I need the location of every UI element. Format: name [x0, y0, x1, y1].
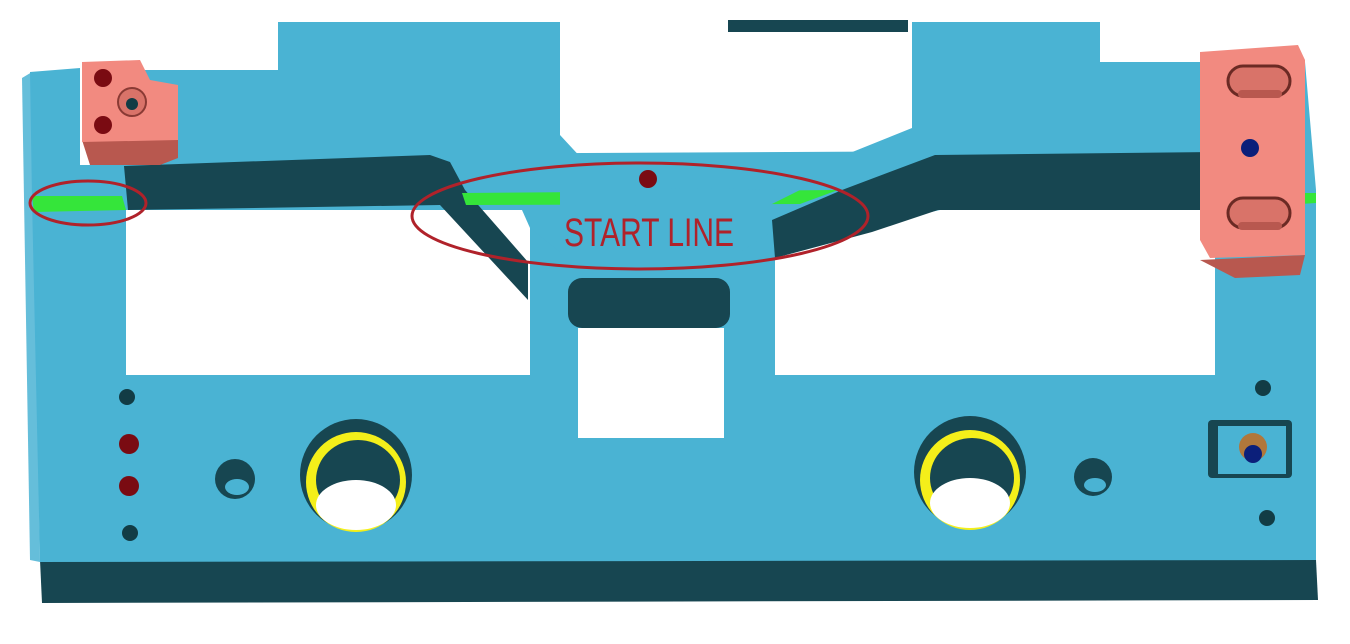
dowel-pin-icon	[1241, 139, 1259, 157]
clamp-shadow	[82, 140, 178, 165]
annotation-layer: START LINE	[28, 161, 870, 271]
dowel-pin-icon	[119, 476, 139, 496]
dowel-pin-icon	[94, 69, 112, 87]
small-hole-icon	[1259, 510, 1275, 526]
small-hole-icon	[119, 389, 135, 405]
right-pocket	[772, 152, 1215, 375]
left-pocket-wall	[124, 155, 528, 300]
bushing-through-hole	[930, 478, 1010, 528]
center-notch	[560, 178, 800, 206]
dowel-pin-icon	[94, 116, 112, 134]
left-clamp-block	[82, 60, 178, 165]
upper-plate-shadow-strip	[728, 20, 908, 32]
upper-plate-top	[120, 22, 1200, 175]
small-hole-icon	[122, 525, 138, 541]
right-pocket-floor	[775, 210, 1215, 375]
counterbore-inner	[1084, 478, 1106, 492]
left-pocket-floor	[126, 210, 530, 375]
counterbore-inner	[225, 479, 249, 495]
plate-left-edge	[22, 72, 40, 562]
slot-hole-inner-icon	[1238, 90, 1282, 98]
dowel-pin-icon	[1244, 445, 1262, 463]
plate-front-face	[40, 560, 1318, 603]
square-pin-pocket	[1208, 420, 1292, 478]
small-holes	[119, 380, 1275, 541]
bolt-hole-inner-icon	[126, 98, 138, 110]
small-hole-icon	[1255, 380, 1271, 396]
center-highlight-ellipse	[410, 161, 870, 271]
slot-hole-inner-icon	[1238, 222, 1282, 230]
clamp-shadow	[1200, 255, 1305, 278]
left-highlight-ellipse	[28, 179, 148, 227]
bushing-through-hole	[316, 480, 396, 530]
center-pocket-wall	[568, 278, 730, 328]
right-pocket-wall	[772, 152, 1215, 258]
start-line-label: START LINE	[564, 211, 734, 255]
dowel-pin-icon	[639, 170, 657, 188]
center-pocket	[530, 228, 775, 440]
start-line-left	[32, 196, 126, 212]
right-clamp-block	[1200, 45, 1305, 278]
dowel-pin-icon	[119, 434, 139, 454]
center-pocket-floor	[578, 328, 724, 438]
upper-back-plate	[120, 20, 1200, 175]
left-pocket	[124, 155, 530, 375]
right-bushing	[914, 416, 1026, 530]
left-bushing	[300, 419, 412, 532]
